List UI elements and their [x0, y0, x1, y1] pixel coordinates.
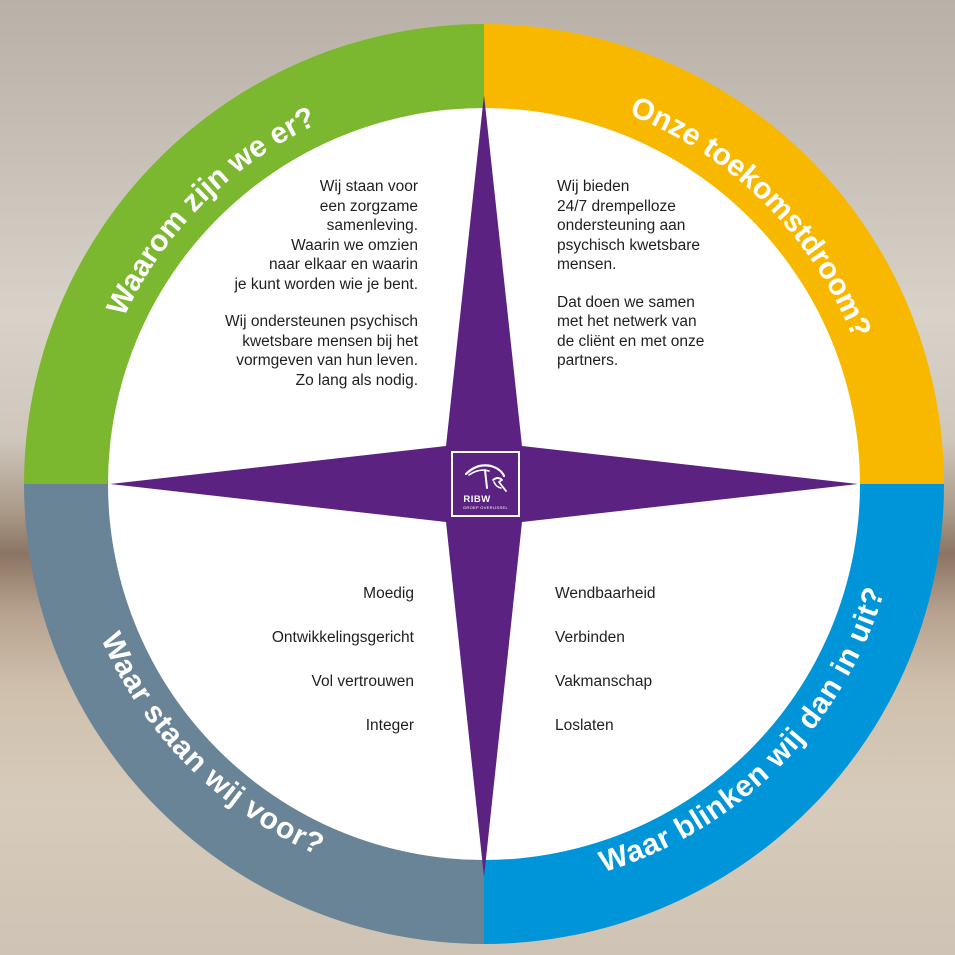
list-item: Wendbaarheid [555, 585, 656, 602]
list-item: Integer [365, 717, 414, 734]
text-line: partners. [557, 352, 619, 369]
values-list: Moedig Ontwikkelingsgericht Vol vertrouw… [178, 584, 414, 760]
text-line: een zorgzame [319, 197, 418, 215]
panel-top-left-text: Wij staan voor een zorgzame samenleving. Wa… [178, 177, 418, 390]
text-line: vormgeven van hun leven. [236, 352, 418, 369]
panel-top-right-text: Wij bieden 24/7 drempelloze ondersteuning … [557, 177, 797, 371]
text-line: psychisch kwetsbare [557, 236, 701, 254]
logo-wordmark: RIBW [463, 494, 491, 505]
list-item: Loslaten [555, 717, 614, 734]
list-item: Verbinden [555, 629, 625, 646]
list-item: Vol vertrouwen [311, 673, 414, 690]
text-line: 24/7 drempelloze [557, 197, 676, 215]
text-line: de cliënt en met onze [557, 332, 705, 350]
text-line: mensen. [557, 256, 617, 273]
text-line: Dat doen we samen [557, 293, 695, 311]
text-line: Wij ondersteunen psychisch [225, 313, 418, 330]
list-item: Ontwikkelingsgericht [271, 629, 414, 646]
ribw-logo: RIBW GROEP OVERIJSSEL [451, 451, 520, 517]
text-line: je kunt worden wie je bent. [234, 275, 418, 293]
text-line: Wij staan voor [319, 178, 418, 195]
umbrella-bird-logo-icon [464, 464, 507, 492]
text-line: ondersteuning aan [557, 217, 686, 234]
text-line: Zo lang als nodig. [295, 371, 418, 389]
list-item: Vakmanschap [555, 673, 653, 690]
text-line: Wij bieden [557, 178, 630, 195]
list-item: Moedig [363, 585, 414, 602]
text-line: samenleving. [326, 217, 418, 234]
text-line: met het netwerk van [557, 313, 697, 330]
logo-subtitle: GROEP OVERIJSSEL [463, 505, 508, 510]
paragraph-gap [178, 294, 418, 312]
text-line: kwetsbare mensen bij het [242, 332, 418, 350]
text-line: Waarin we omzien [291, 236, 418, 254]
strengths-list: Wendbaarheid Verbinden Vakmanschap Losla… [555, 584, 791, 760]
paragraph-gap [557, 275, 797, 293]
text-line: naar elkaar en waarin [268, 256, 418, 273]
